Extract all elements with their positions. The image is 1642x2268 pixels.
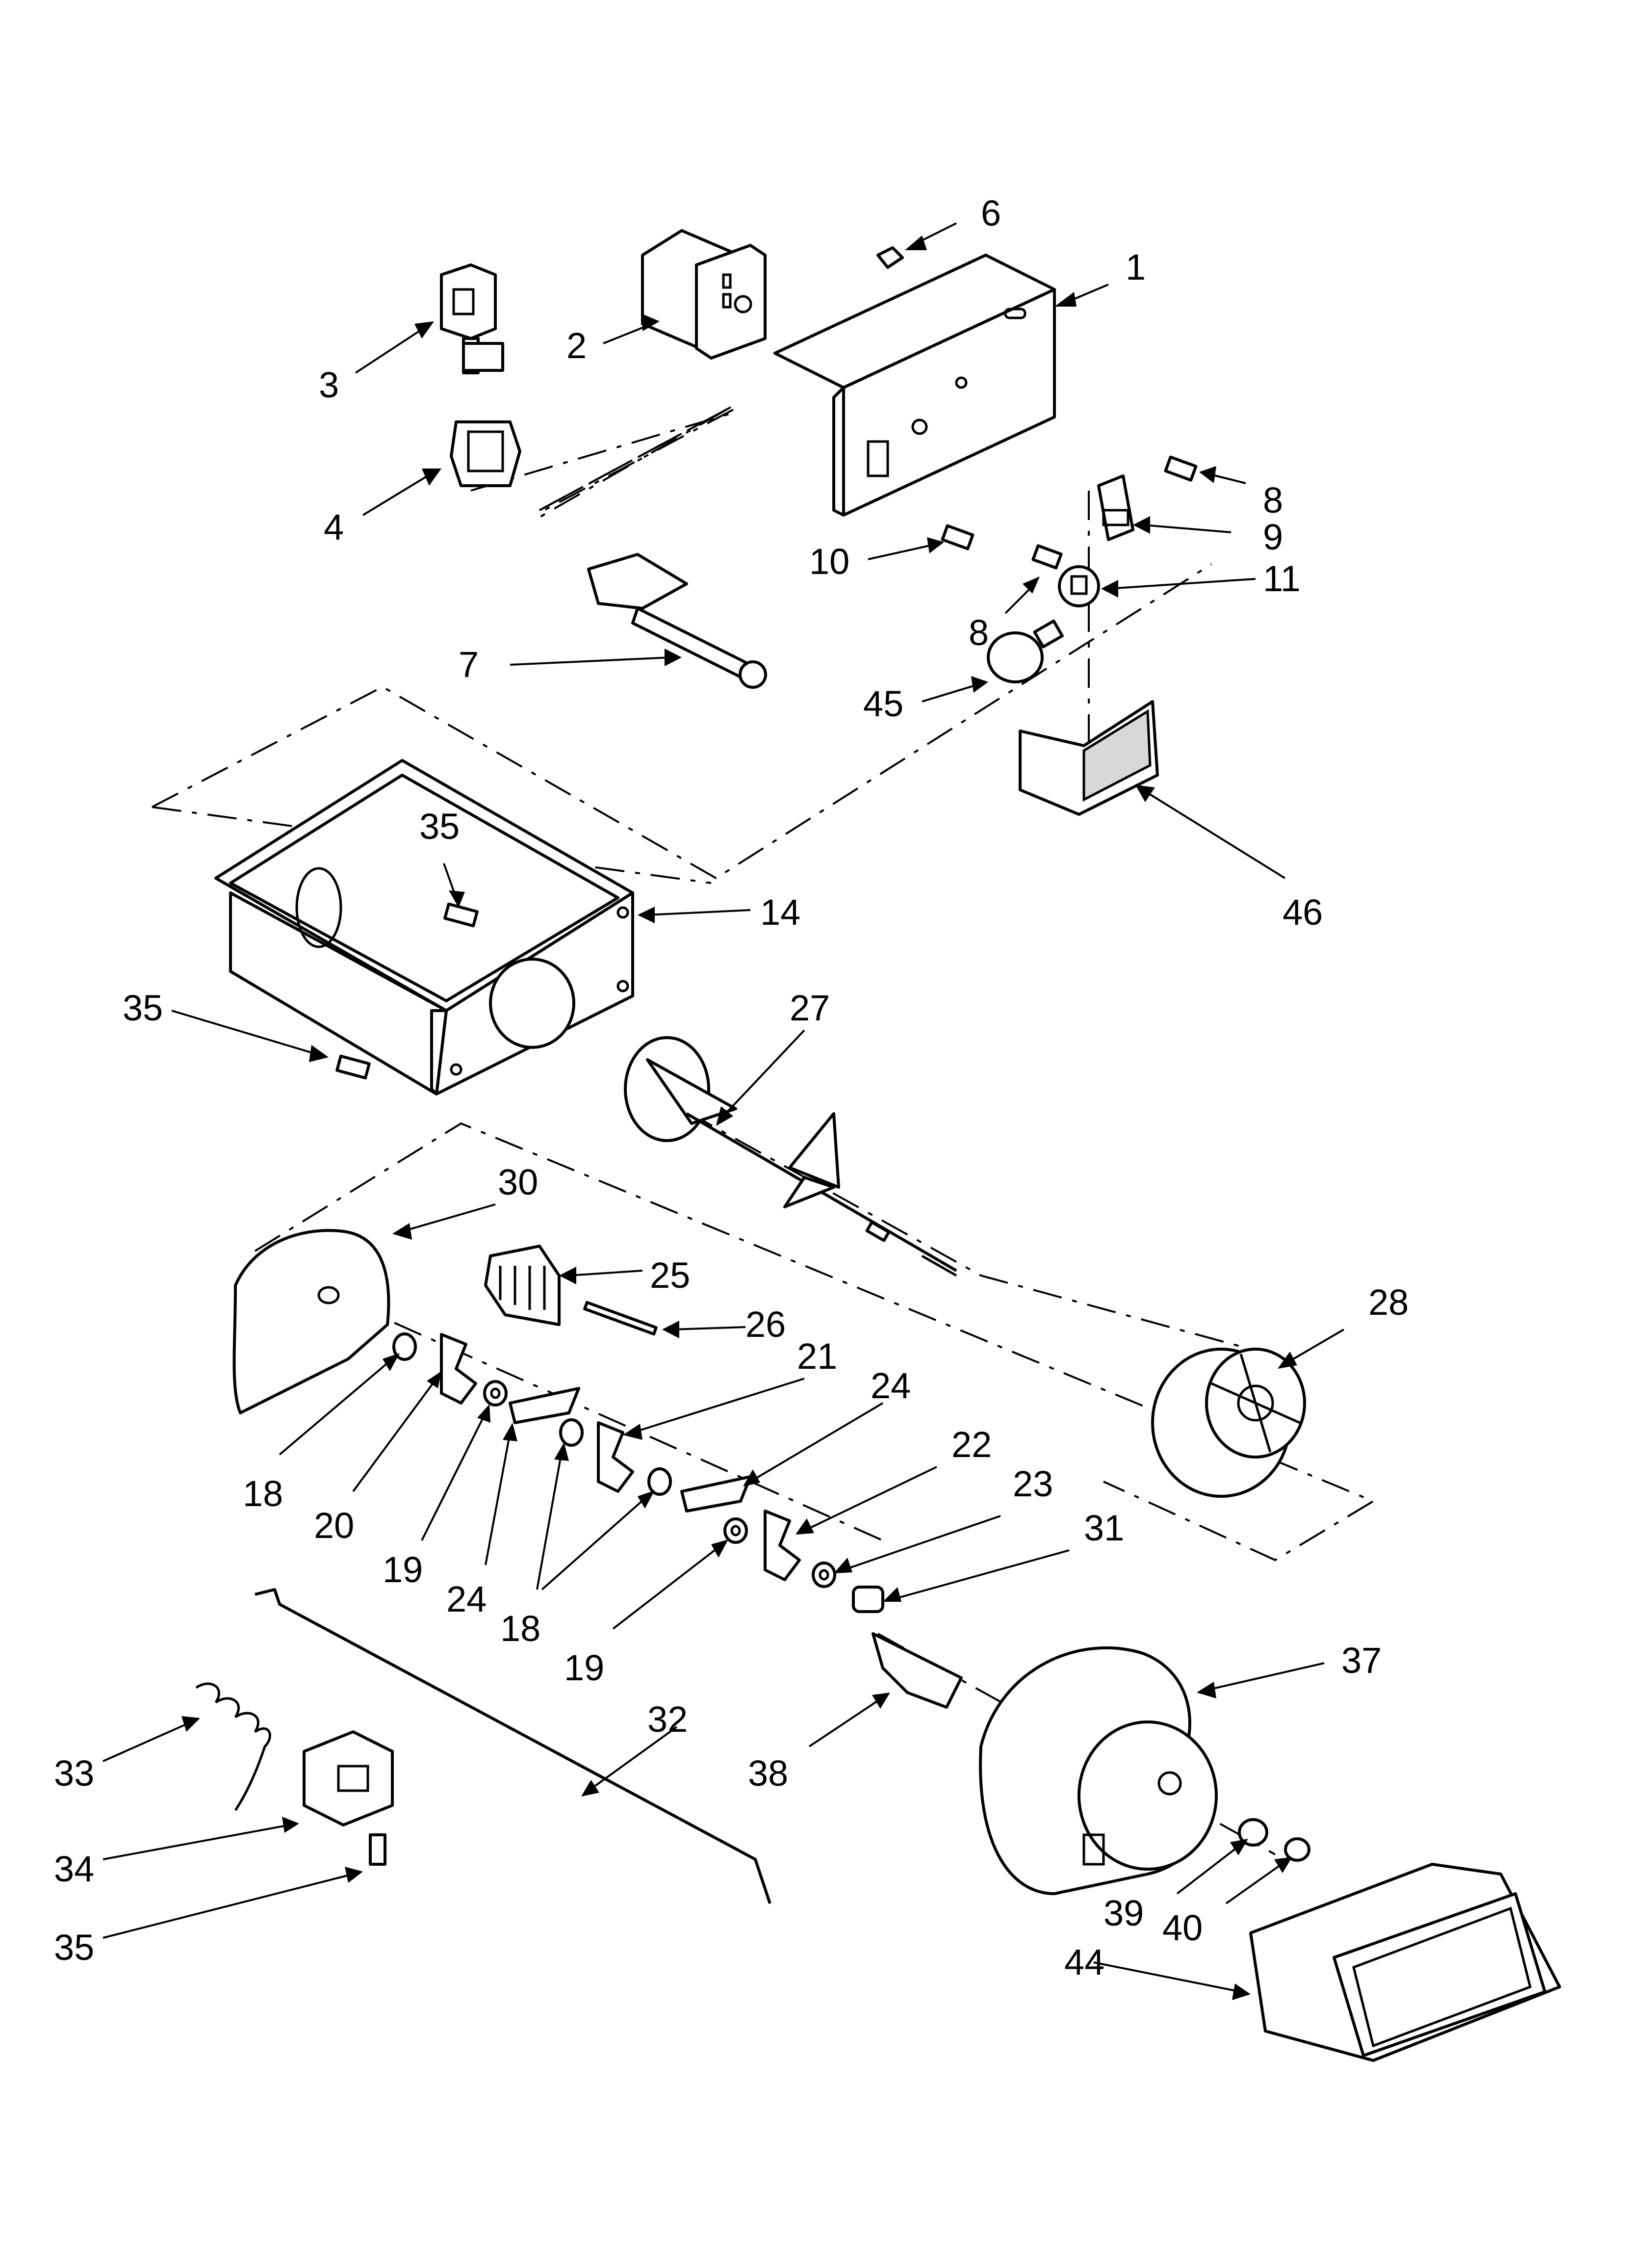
part-24-blade-b bbox=[680, 1475, 752, 1512]
part-44-motor-cover bbox=[1249, 1863, 1561, 2062]
callout-11: 11 bbox=[1263, 558, 1301, 599]
part-3-solenoid bbox=[440, 263, 504, 374]
callout-40: 40 bbox=[1162, 1907, 1203, 1948]
part-46-light-shield bbox=[1019, 700, 1159, 816]
callout-24a: 24 bbox=[446, 1579, 487, 1619]
part-35-screw-a bbox=[443, 902, 479, 928]
callout-39: 39 bbox=[1103, 1893, 1144, 1933]
part-40-e-ring bbox=[1284, 1837, 1310, 1862]
part-18-spacer-a bbox=[392, 1332, 417, 1361]
part-19-washer-b bbox=[723, 1517, 748, 1544]
callout-34: 34 bbox=[54, 1849, 94, 1889]
part-25-crusher-guide bbox=[484, 1245, 561, 1326]
part-10-screw bbox=[941, 524, 975, 550]
part-35-screw-c bbox=[369, 1833, 386, 1866]
part-38-clip bbox=[872, 1632, 963, 1709]
callout-32: 32 bbox=[647, 1699, 688, 1740]
part-8-screw-lower bbox=[1031, 544, 1063, 570]
part-7-actuator bbox=[587, 553, 767, 689]
part-27-auger bbox=[624, 1036, 957, 1277]
callout-35a: 35 bbox=[419, 806, 460, 847]
part-22-blade bbox=[764, 1510, 801, 1581]
callout-27: 27 bbox=[790, 988, 830, 1028]
callout-leaders bbox=[103, 222, 1345, 2000]
callout-19a: 19 bbox=[383, 1549, 423, 1590]
part-8-screw-upper bbox=[1164, 455, 1198, 482]
callout-35c: 35 bbox=[54, 1927, 94, 1968]
callout-30: 30 bbox=[498, 1162, 538, 1202]
callout-2: 2 bbox=[566, 325, 587, 366]
callout-28: 28 bbox=[1368, 1282, 1409, 1323]
part-11-lamp-socket bbox=[1058, 565, 1100, 607]
callout-4: 4 bbox=[324, 507, 344, 547]
callout-8a: 8 bbox=[1263, 480, 1283, 521]
part-35-screw-b bbox=[335, 1054, 371, 1080]
callout-9: 9 bbox=[1263, 517, 1283, 557]
callout-22: 22 bbox=[951, 1424, 992, 1465]
callout-25: 25 bbox=[650, 1255, 690, 1296]
part-19-washer-a bbox=[483, 1380, 508, 1407]
callout-37: 37 bbox=[1341, 1640, 1382, 1681]
part-30-guard-plate bbox=[232, 1229, 390, 1414]
callout-21: 21 bbox=[797, 1336, 837, 1377]
part-23-washer bbox=[812, 1562, 836, 1588]
part-21-blade bbox=[597, 1421, 634, 1493]
part-6-clip bbox=[876, 246, 904, 269]
callout-45: 45 bbox=[863, 683, 903, 724]
callout-8b: 8 bbox=[969, 612, 989, 653]
part-32-rod bbox=[255, 1588, 771, 1904]
callout-labels: 1 2 3 4 6 7 8 8 9 10 11 14 18 18 19 19 2… bbox=[54, 193, 1409, 1982]
part-37-motor-housing bbox=[979, 1646, 1218, 1895]
part-2-dispenser-motor bbox=[641, 229, 767, 360]
part-33-spring bbox=[195, 1682, 271, 1811]
part-26-pin bbox=[583, 1301, 658, 1336]
callout-7: 7 bbox=[459, 644, 479, 685]
callout-44: 44 bbox=[1064, 1942, 1104, 1982]
part-28-drive-hub bbox=[1151, 1348, 1306, 1498]
callout-10: 10 bbox=[809, 541, 849, 582]
part-9-socket-bracket bbox=[1097, 474, 1134, 541]
part-31-nut bbox=[852, 1586, 884, 1613]
part-14-ice-bin-housing bbox=[214, 759, 634, 1095]
assembly-guide-lines bbox=[152, 406, 1376, 1855]
callout-38: 38 bbox=[748, 1753, 788, 1794]
part-1-control-housing bbox=[773, 254, 1056, 517]
callout-19b: 19 bbox=[564, 1647, 604, 1688]
part-18-spacer-b bbox=[559, 1418, 584, 1447]
callout-31: 31 bbox=[1084, 1508, 1124, 1548]
callout-35b: 35 bbox=[123, 988, 163, 1028]
callout-24b: 24 bbox=[871, 1365, 911, 1406]
callout-33: 33 bbox=[54, 1753, 94, 1794]
callout-18a: 18 bbox=[243, 1473, 283, 1514]
callout-3: 3 bbox=[319, 365, 339, 405]
part-34-bracket bbox=[303, 1730, 394, 1826]
callout-23: 23 bbox=[1013, 1463, 1053, 1504]
callout-46: 46 bbox=[1283, 892, 1323, 933]
part-4-solenoid-bracket bbox=[450, 420, 521, 487]
callout-18b: 18 bbox=[500, 1608, 540, 1649]
part-45-light-bulb bbox=[987, 619, 1064, 683]
part-18-spacer-c bbox=[647, 1467, 672, 1496]
part-24-blade-a bbox=[509, 1387, 580, 1424]
callout-20: 20 bbox=[314, 1505, 354, 1546]
part-39-washer bbox=[1238, 1818, 1268, 1847]
callout-1: 1 bbox=[1126, 247, 1146, 287]
crusher-blade-stack bbox=[392, 1332, 884, 1613]
callout-6: 6 bbox=[981, 193, 1001, 234]
callout-14: 14 bbox=[760, 892, 800, 933]
callout-26: 26 bbox=[745, 1304, 786, 1345]
part-20-blade bbox=[440, 1333, 477, 1405]
